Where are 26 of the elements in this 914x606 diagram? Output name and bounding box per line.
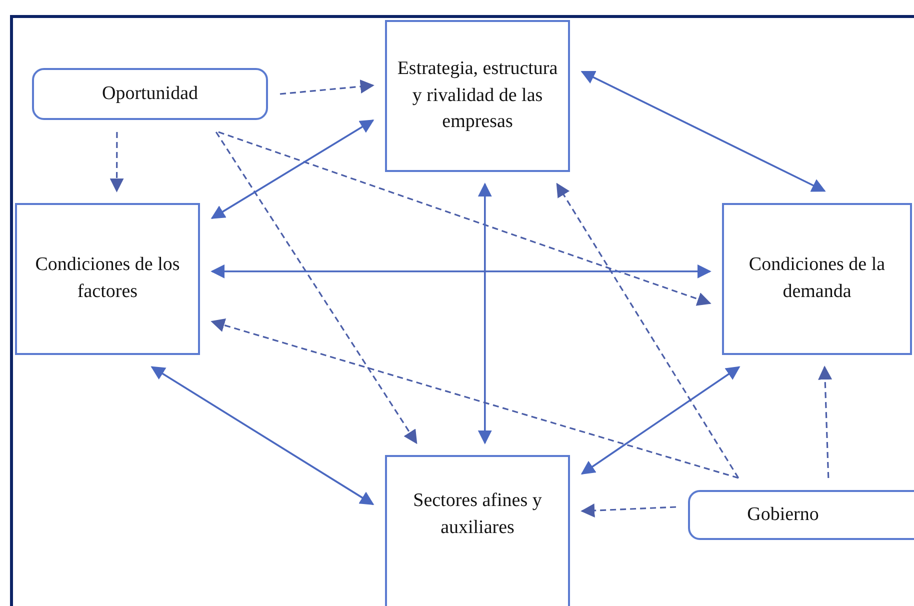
node-label: Gobierno [747,502,819,527]
arrow [556,182,740,478]
arrow [210,120,374,219]
arrow [580,70,826,192]
node-label: Sectores afines y auxiliares [412,489,543,540]
node-label: Condiciones de los factores [34,253,181,304]
node-label: Condiciones de la demanda [748,253,886,304]
arrow [280,80,374,95]
arrow [818,366,832,478]
arrow [215,132,418,444]
arrow [150,366,374,506]
arrow [110,132,124,192]
process-box [15,203,200,355]
node-label: Oportunidad [102,82,198,106]
process-box [385,20,570,172]
arrow [218,131,712,306]
arrow [580,504,676,518]
arrow [478,182,492,444]
rounded-box [32,68,268,120]
arrow [210,318,739,479]
arrow [580,366,740,474]
arrow [210,264,712,278]
node-label: Estrategia, estructura y rivalidad de las empresas [397,57,558,134]
process-box [385,455,570,606]
process-box [722,203,912,355]
rounded-box [688,490,914,540]
